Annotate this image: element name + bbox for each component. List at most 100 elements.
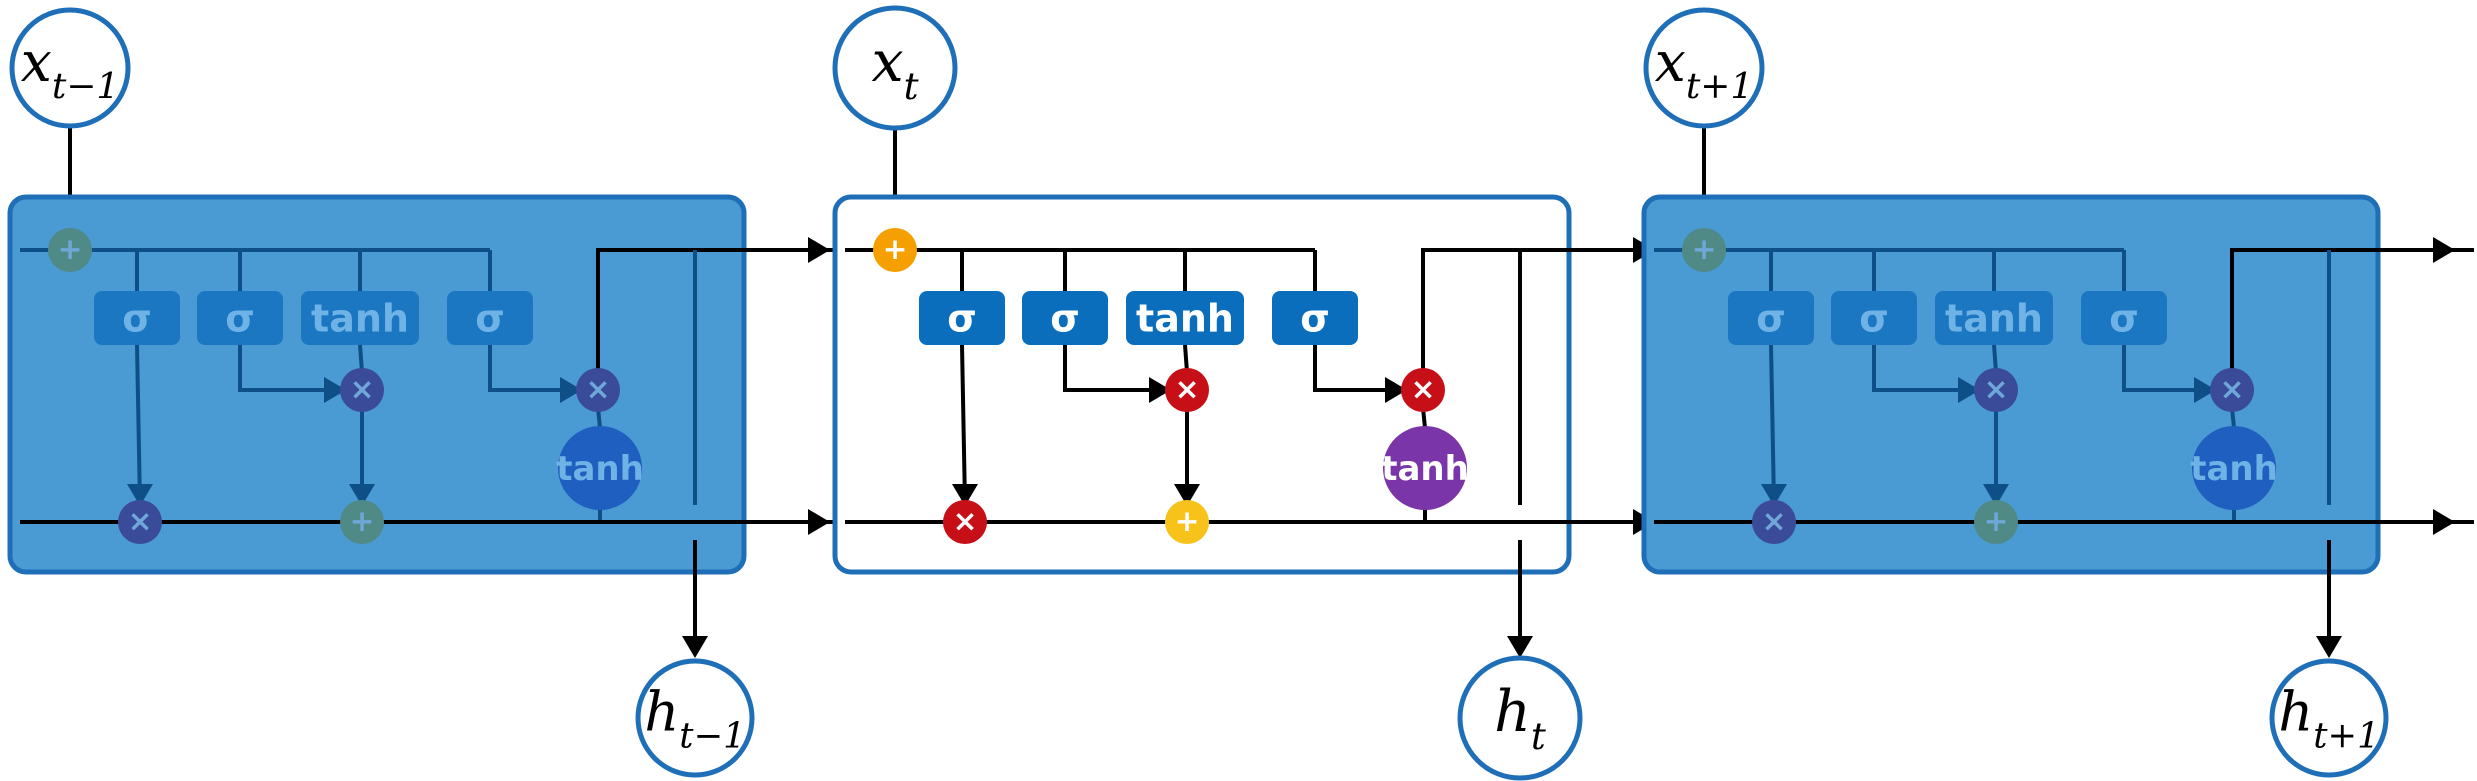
arrow-hidden xyxy=(808,237,830,263)
cell-add-node xyxy=(1974,500,2018,544)
input-add-node xyxy=(1682,228,1726,272)
hidden-out-line xyxy=(2230,248,2474,372)
arrow-output xyxy=(1507,636,1533,658)
input-x-label: xt−1 xyxy=(21,30,120,107)
output-mul-node xyxy=(1401,368,1445,412)
input-add-node-symbol: + xyxy=(1692,232,1717,267)
gate-1 xyxy=(1022,291,1108,345)
input-mul-node xyxy=(340,368,384,412)
input-x-base: x xyxy=(21,30,52,94)
arrow-add xyxy=(1983,484,2009,506)
input-gate-line xyxy=(238,345,344,392)
input-mul-node-symbol: × xyxy=(350,372,375,407)
gate-0 xyxy=(1728,291,1814,345)
gate-3-label: σ xyxy=(1300,296,1330,340)
arrow-add xyxy=(1174,484,1200,506)
gate-2 xyxy=(1935,291,2053,345)
input-mul-node xyxy=(1974,368,2018,412)
input-add-node xyxy=(873,228,917,272)
arrow-add xyxy=(349,484,375,506)
gate-0 xyxy=(94,291,180,345)
gate-3 xyxy=(1272,291,1358,345)
output-mul-node-symbol: × xyxy=(1411,372,1436,407)
cell-add-node-symbol: + xyxy=(1175,504,1200,539)
hidden-out-line xyxy=(596,248,840,372)
gate-3-label: σ xyxy=(2109,296,2139,340)
output-mul-node xyxy=(2210,368,2254,412)
arrow-forget xyxy=(127,484,153,506)
cell-add-node-symbol: + xyxy=(1984,504,2009,539)
output-h-subscript: t xyxy=(1531,714,1546,758)
input-x-base: x xyxy=(871,29,903,95)
gate-3-label: σ xyxy=(475,296,505,340)
forget-mul-node xyxy=(118,500,162,544)
forget-line xyxy=(135,344,142,505)
output-h-subscript: t+1 xyxy=(2313,716,2379,757)
output-gate-line xyxy=(2122,345,2214,392)
gate-2 xyxy=(1126,291,1244,345)
output-tanh-node xyxy=(558,426,642,510)
gate-0-label: σ xyxy=(1756,296,1786,340)
output-h-circle xyxy=(1457,655,1583,781)
gate-0 xyxy=(919,291,1005,345)
gate-0-label: σ xyxy=(122,296,152,340)
gate-1-label: σ xyxy=(225,296,255,340)
input-add-node-symbol: + xyxy=(883,232,908,267)
output-tanh-label: tanh xyxy=(2190,449,2278,489)
output-mul-node-symbol: × xyxy=(586,372,611,407)
output-h-base: h xyxy=(644,681,679,744)
input-mul-node-symbol: × xyxy=(1175,372,1200,407)
output-h-base: h xyxy=(1494,679,1531,745)
gate-2-label: tanh xyxy=(1136,296,1234,340)
candidate-line xyxy=(1992,344,1998,373)
gate-0-label: σ xyxy=(947,296,977,340)
forget-mul-node-symbol: × xyxy=(128,504,153,539)
arrow-hidden xyxy=(2433,237,2455,263)
arrow-mul3 xyxy=(1385,377,1407,403)
input-mul-node-symbol: × xyxy=(1984,372,2009,407)
output-h-subscript: t−1 xyxy=(679,716,745,757)
arrow-mul2 xyxy=(1958,377,1980,403)
output-h-label: ht xyxy=(1494,679,1546,758)
output-mul-node xyxy=(576,368,620,412)
forget-line xyxy=(960,344,967,505)
gate-1 xyxy=(197,291,283,345)
input-x-circle xyxy=(1643,7,1765,129)
output-h-circle xyxy=(2269,658,2389,778)
input-x-base: x xyxy=(1655,30,1686,94)
output-tanh-node xyxy=(1383,426,1467,510)
input-x-subscript: t−1 xyxy=(52,66,119,107)
arrow-output xyxy=(2316,636,2342,658)
arrow-mul2 xyxy=(1149,377,1171,403)
cell-add-node xyxy=(1165,500,1209,544)
output-mul-node-symbol: × xyxy=(2220,372,2245,407)
gate-1-label: σ xyxy=(1050,296,1080,340)
output-gate-line xyxy=(488,345,580,392)
input-x-label: xt+1 xyxy=(1655,30,1754,107)
gate-2-label: tanh xyxy=(311,296,409,340)
forget-mul-node xyxy=(1752,500,1796,544)
input-x-circle xyxy=(832,5,958,131)
arrow-mul2 xyxy=(324,377,346,403)
output-tanh-label: tanh xyxy=(556,449,644,489)
arrow-mul3 xyxy=(2194,377,2216,403)
arrow-mul3 xyxy=(560,377,582,403)
input-x-circle xyxy=(9,7,131,129)
output-h-label: ht+1 xyxy=(2278,681,2379,757)
output-tanh-label: tanh xyxy=(1381,449,1469,489)
gate-3 xyxy=(2081,291,2167,345)
arrow-cell xyxy=(2433,509,2455,535)
input-gate-line xyxy=(1063,345,1169,392)
arrow-cell xyxy=(808,509,830,535)
hidden-out-line xyxy=(1421,248,1665,372)
cell-add-node xyxy=(340,500,384,544)
output-h-label: ht−1 xyxy=(644,681,745,757)
input-x-subscript: t+1 xyxy=(1686,66,1753,107)
gate-2-label: tanh xyxy=(1945,296,2043,340)
forget-line xyxy=(1769,344,1776,505)
cell-add-node-symbol: + xyxy=(350,504,375,539)
arrow-forget xyxy=(1761,484,1787,506)
